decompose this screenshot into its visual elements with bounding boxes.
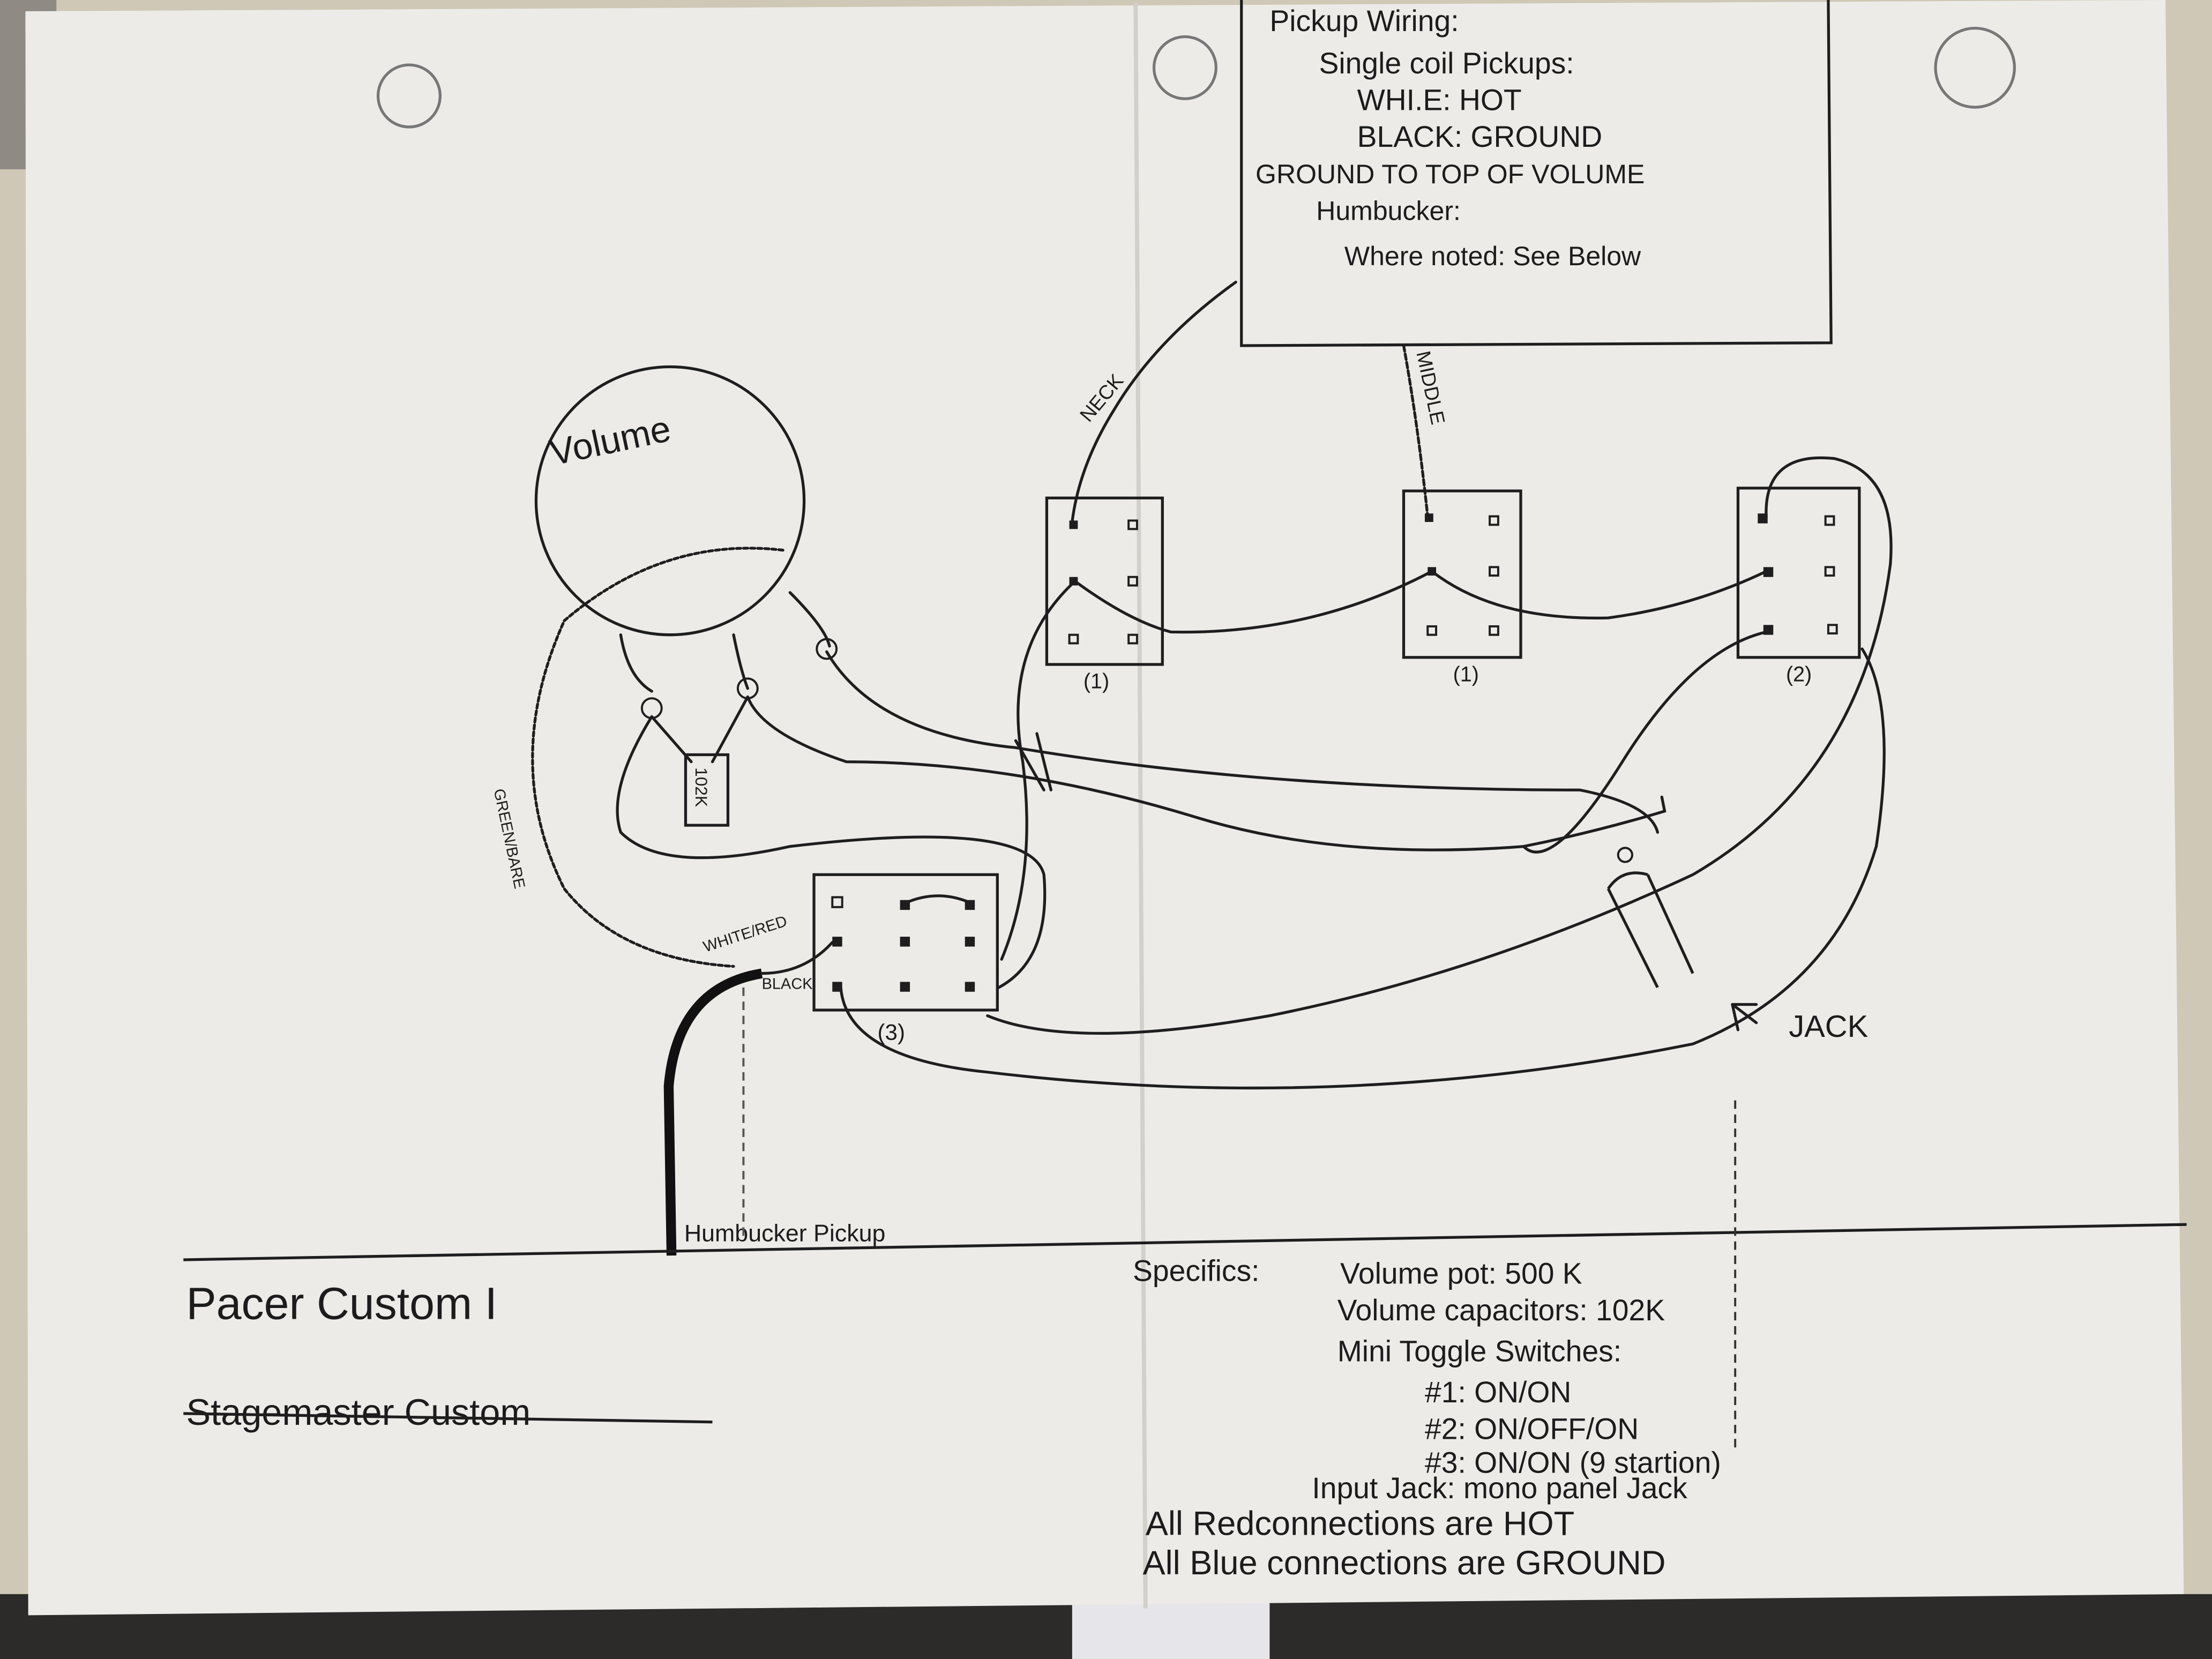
notes-line: WHI.E: HOT (1357, 83, 1522, 116)
humbucker-label: Humbucker Pickup (684, 1220, 886, 1247)
jack-label: JACK (1789, 1010, 1868, 1044)
switch-label: (3) (878, 1019, 905, 1044)
specifics-line: #3: ON/ON (9 startion) (1425, 1446, 1721, 1479)
paper-sheet (25, 0, 2184, 1616)
switch-label: (2) (1786, 663, 1812, 686)
specifics-line: All Redconnections are HOT (1146, 1505, 1575, 1542)
toggle-switch-1a: (1) (1045, 496, 1164, 693)
punch-hole (376, 63, 442, 129)
sheet-subtitle-struck: Stagemaster Custom (186, 1392, 531, 1433)
strikethrough (183, 1412, 713, 1424)
specifics-line: All Blue connections are GROUND (1142, 1544, 1665, 1582)
switch-label: (1) (1453, 663, 1479, 686)
specifics-line: Mini Toggle Switches: (1337, 1335, 1621, 1368)
notes-line: Humbucker: (1316, 196, 1461, 226)
punch-hole (1934, 27, 2016, 109)
notes-line: GROUND TO TOP OF VOLUME (1256, 159, 1645, 189)
input-jack: JACK (1606, 847, 1868, 1044)
punch-hole (1152, 35, 1217, 100)
toggle-switch-3: (3) (812, 873, 999, 1044)
specifics-line: Input Jack: mono panel Jack (1312, 1471, 1687, 1505)
divider-line (183, 1223, 2187, 1261)
paper-fold (1133, 3, 1148, 1609)
sheet-title: Pacer Custom I (186, 1279, 497, 1329)
notes-line: Pickup Wiring: (1269, 4, 1459, 38)
pickup-wiring-notes: Pickup Wiring: Single coil Pickups: WHI.… (1240, 0, 1833, 347)
specifics-line: Volume pot: 500 K (1340, 1257, 1582, 1290)
neck-pickup-lead (1071, 280, 1237, 524)
specifics-line: #2: ON/OFF/ON (1425, 1412, 1639, 1445)
humbucker-black-label: BLACK (762, 975, 813, 992)
ground-wire (531, 547, 784, 968)
toggle-switch-1b: (1) (1402, 489, 1522, 686)
notes-line: Single coil Pickups: (1319, 47, 1574, 80)
capacitor: 102K (650, 695, 749, 827)
notes-line: BLACK: GROUND (1357, 120, 1603, 153)
specifics-line: #1: ON/ON (1425, 1376, 1571, 1409)
specifics: Specifics: Volume pot: 500 K Volume capa… (1133, 1254, 1721, 1582)
switch-label: (1) (1083, 670, 1109, 693)
capacitor-label: 102K (692, 767, 711, 807)
notes-line: Where noted: See Below (1344, 241, 1641, 271)
specifics-heading: Specifics: (1133, 1254, 1260, 1287)
toggle-switch-2: (2) (1736, 487, 1861, 686)
wires (616, 456, 1893, 1090)
middle-pickup-lead (1402, 344, 1429, 518)
specifics-line: Volume capacitors: 102K (1337, 1294, 1665, 1327)
